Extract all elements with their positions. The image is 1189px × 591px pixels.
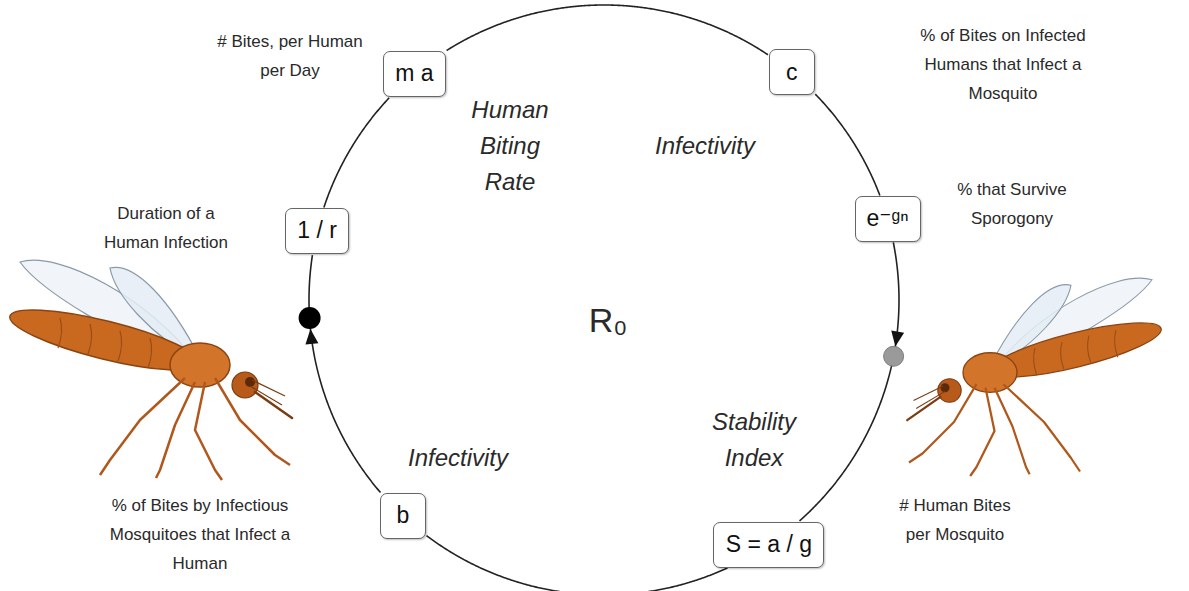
cycle-arc-line [799, 242, 899, 520]
parameter-symbol: 1 / r [297, 218, 337, 243]
cycle-arc-line [426, 536, 727, 591]
arrow-head [891, 331, 904, 347]
description-label: Duration of a Human Infection [95, 200, 237, 258]
cycle-arc [426, 536, 727, 591]
description-label: R₀ [563, 292, 653, 350]
cycle-arc-line [447, 5, 768, 55]
cycle-arc-line [815, 94, 880, 195]
parameter-box: b [380, 493, 426, 539]
stage-label: Stability Index [692, 404, 816, 476]
parameter-box: c [769, 49, 815, 95]
parameter-symbol: e⁻ᵍⁿ [867, 206, 909, 231]
parameter-symbol: m a [395, 61, 433, 86]
cycle-arc [815, 94, 880, 195]
parameter-box: 1 / r [285, 208, 349, 254]
description-label: # Bites, per Human per Day [206, 28, 374, 86]
stage-label: Human Biting Rate [463, 92, 558, 200]
parameter-box: m a [383, 51, 446, 97]
stage-label: Infectivity [635, 128, 775, 164]
mosquito-left [5, 260, 292, 480]
arrow-head [305, 329, 318, 345]
description-label: % of Bites by Infectious Mosquitoes that… [98, 492, 303, 579]
mosquito-right [907, 278, 1165, 476]
cycle-arc [799, 242, 904, 520]
description-label: # Human Bites per Mosquito [891, 492, 1019, 550]
description-label: % of Bites on Infected Humans that Infec… [910, 22, 1096, 109]
cycle-dot-black [299, 307, 321, 329]
parameter-box: e⁻ᵍⁿ [855, 196, 921, 242]
cycle-dot-grey [884, 346, 904, 366]
parameter-symbol: c [786, 60, 798, 85]
cycle-arc [305, 255, 380, 492]
description-label: % that Survive Sporogony [948, 176, 1076, 234]
cycle-arc [324, 98, 389, 208]
parameter-symbol: b [396, 503, 409, 528]
parameter-symbol: S = a / g [726, 532, 812, 557]
stage-label: Infectivity [388, 440, 528, 476]
parameter-box: S = a / g [713, 522, 824, 568]
cycle-arc-line [309, 255, 381, 492]
cycle-arc [447, 5, 768, 55]
cycle-arc-line [324, 98, 389, 208]
